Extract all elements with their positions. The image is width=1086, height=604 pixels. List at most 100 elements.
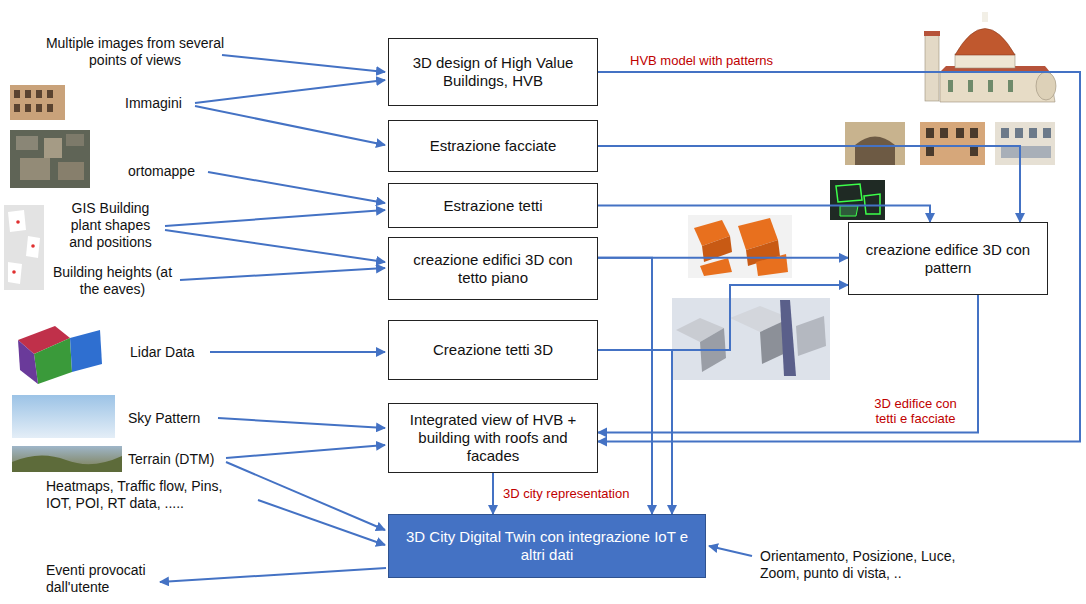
roof-thumbnail bbox=[864, 194, 880, 214]
input-label: Heatmaps, Traffic flow, Pins, IOT, POI, … bbox=[46, 478, 251, 512]
leader-arrow bbox=[195, 80, 385, 103]
box-text: creazione edifice 3D con pattern bbox=[857, 241, 1039, 277]
aerial-thumbnail bbox=[10, 130, 90, 188]
process-box: Estrazione facciate bbox=[388, 120, 598, 172]
facade-thumbnail bbox=[845, 122, 1055, 165]
cathedral-illustration bbox=[1008, 80, 1013, 92]
box-text: Estrazione facciate bbox=[430, 137, 557, 155]
connector-arrow bbox=[492, 473, 494, 514]
flat-roof-buildings-illustration bbox=[688, 215, 792, 278]
leader-arrow bbox=[218, 418, 385, 428]
input-label: Multiple images from several points of v… bbox=[45, 35, 225, 69]
cathedral-illustration bbox=[968, 80, 973, 92]
box-text: Integrated view of HVB + building with r… bbox=[397, 411, 589, 465]
input-label: Eventi provocati dall'utente bbox=[46, 562, 176, 596]
process-box: 3D design of High Value Buildings, HVB bbox=[388, 38, 598, 106]
flat-roof-buildings-illustration bbox=[688, 215, 792, 278]
lidar-thumbnail bbox=[70, 330, 102, 372]
facade-thumbnail bbox=[995, 122, 1055, 165]
edge-label: 3D edifice con tetti e facciate bbox=[861, 396, 970, 426]
facade-thumbnail bbox=[855, 137, 895, 166]
input-label: Building heights (at the eaves) bbox=[50, 264, 175, 298]
sky-thumbnail bbox=[12, 395, 115, 438]
input-label: Sky Pattern bbox=[128, 410, 213, 427]
aerial-thumbnail bbox=[58, 162, 84, 180]
leader-arrow bbox=[165, 210, 385, 226]
process-box: Integrated view of HVB + building with r… bbox=[388, 403, 598, 473]
facade-thumbnail bbox=[926, 128, 934, 138]
input-label: Terrain (DTM) bbox=[128, 451, 223, 468]
leader-arrow bbox=[226, 462, 385, 530]
photo-thumbnail bbox=[10, 85, 65, 120]
cathedral-illustration bbox=[1036, 72, 1056, 100]
gis-map-thumbnail bbox=[26, 236, 40, 258]
cathedral-illustration bbox=[955, 54, 1015, 68]
gis-map-thumbnail bbox=[16, 220, 20, 224]
connector-arrow bbox=[598, 295, 978, 432]
roof-3d-illustration bbox=[780, 300, 796, 376]
facade-thumbnail bbox=[940, 128, 948, 138]
cathedral-illustration bbox=[982, 12, 988, 22]
leader-arrow bbox=[195, 106, 385, 145]
photo-thumbnail bbox=[36, 104, 42, 112]
facade-thumbnail bbox=[1001, 146, 1051, 158]
box-text: 3D design of High Value Buildings, HVB bbox=[397, 54, 589, 90]
flat-roof-buildings-illustration bbox=[700, 258, 732, 276]
input-label: Lidar Data bbox=[130, 344, 210, 361]
facade-thumbnail bbox=[970, 146, 978, 156]
lidar-thumbnail bbox=[34, 338, 72, 384]
roof-3d-illustration bbox=[796, 316, 826, 356]
process-box: Creazione tetti 3D bbox=[388, 320, 598, 380]
facade-thumbnail bbox=[956, 128, 964, 138]
terrain-thumbnail bbox=[12, 455, 122, 472]
facade-thumbnail bbox=[1001, 128, 1009, 138]
roof-thumbnail bbox=[830, 180, 885, 220]
input-label: GIS Building plant shapes and positions bbox=[58, 200, 163, 251]
aerial-thumbnail bbox=[20, 158, 50, 180]
gis-map-thumbnail bbox=[8, 262, 22, 284]
photo-thumbnail bbox=[36, 90, 42, 98]
facade-thumbnail bbox=[1029, 128, 1037, 138]
input-label: Immagini bbox=[125, 95, 195, 112]
roof-thumbnail bbox=[830, 180, 885, 220]
cathedral-illustration bbox=[925, 35, 939, 101]
lidar-thumbnail bbox=[18, 326, 102, 384]
gis-map-thumbnail bbox=[8, 210, 26, 232]
box-text: 3D City Digital Twin con integrazione Io… bbox=[397, 528, 697, 564]
photo-thumbnail bbox=[14, 104, 20, 112]
box-text: Estrazione tetti bbox=[443, 197, 542, 215]
leader-arrow bbox=[210, 351, 385, 353]
cathedral-illustration bbox=[948, 80, 953, 92]
edge-label: 3D city representation bbox=[501, 486, 631, 501]
leader-arrow bbox=[160, 568, 386, 582]
facade-thumbnail bbox=[1043, 128, 1051, 138]
facade-thumbnail bbox=[1015, 128, 1023, 138]
terrain-thumbnail bbox=[12, 446, 122, 472]
connector-arrow bbox=[598, 285, 848, 350]
photo-thumbnail bbox=[25, 104, 31, 112]
connector-arrow bbox=[598, 258, 652, 514]
facade-thumbnail bbox=[920, 122, 985, 165]
connector-arrow bbox=[598, 146, 1020, 222]
process-box: creazione edifice 3D con pattern bbox=[848, 222, 1048, 295]
process-box: creazione edifici 3D con tetto piano bbox=[388, 237, 598, 300]
connector-arrow bbox=[598, 206, 930, 223]
photo-thumbnail bbox=[10, 85, 65, 120]
highlight-box: 3D City Digital Twin con integrazione Io… bbox=[388, 514, 706, 578]
roof-thumbnail bbox=[840, 206, 858, 216]
connector-arrow bbox=[598, 72, 1080, 442]
box-text: creazione edifici 3D con tetto piano bbox=[397, 251, 589, 287]
photo-thumbnail bbox=[25, 90, 31, 98]
input-label: Orientamento, Posizione, Luce, Zoom, pun… bbox=[760, 548, 960, 582]
leader-arrow bbox=[165, 230, 385, 262]
aerial-thumbnail bbox=[44, 138, 62, 158]
leader-arrow bbox=[208, 172, 385, 203]
leader-arrow bbox=[258, 500, 385, 545]
leader-arrow bbox=[709, 546, 752, 556]
aerial-thumbnail bbox=[16, 136, 38, 150]
facade-thumbnail bbox=[845, 122, 905, 165]
aerial-thumbnail bbox=[66, 134, 84, 146]
roof-thumbnail bbox=[836, 184, 862, 202]
cathedral-illustration bbox=[924, 12, 1056, 102]
